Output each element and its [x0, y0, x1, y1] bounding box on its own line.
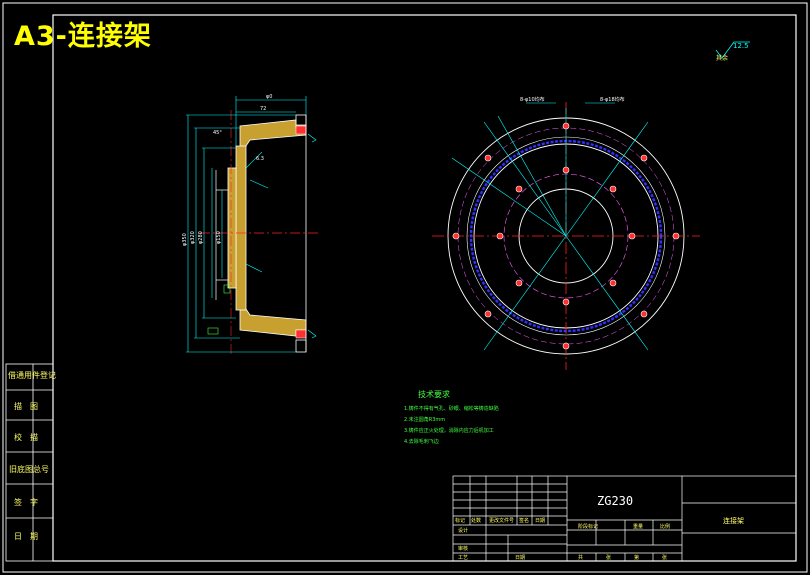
page-title: A3-连接架	[14, 21, 152, 52]
tech-item-2: 3.铸件应正火处理，消除内应力后机加工	[404, 427, 494, 434]
side-registration-column	[5, 363, 54, 562]
roughness-note: 其余	[716, 54, 728, 62]
sheet-row-0: 共	[578, 554, 583, 561]
side-label-2: 校 描	[14, 432, 38, 442]
col-header-0: 标记	[455, 517, 465, 524]
sheet-row-1: 张	[606, 554, 611, 561]
sheet-row-2: 第	[634, 554, 639, 561]
dim-d-inner: φ280	[198, 231, 204, 244]
inner-frame	[52, 14, 797, 562]
side-label-0: 借通用件登记	[8, 370, 56, 380]
side-label-1: 描 图	[14, 401, 38, 411]
col-header-2: 更改文件号	[489, 517, 514, 524]
dim-top-width: φ0	[266, 94, 272, 100]
sig-review: 审核	[458, 545, 468, 552]
tech-item-3: 4.去除毛刺飞边	[404, 438, 439, 445]
sheet-row-3: 张	[662, 554, 667, 561]
title-block	[452, 475, 797, 562]
tech-item-0: 1.铸件不得有气孔、砂眼、缩松等铸造缺陷	[404, 405, 499, 412]
side-labels: 借通用件登记 描 图 校 描 旧底图总号 签 字 日 期	[8, 370, 56, 541]
side-label-3: 旧底图总号	[9, 464, 49, 474]
tech-item-1: 2.未注圆角R3mm	[404, 416, 445, 423]
dim-angle: 45°	[213, 130, 222, 136]
front-view: 8-φ10均布 8-φ18均布	[432, 96, 700, 370]
dim-inner-width: 72	[260, 106, 266, 112]
roughness-value: 12.5	[733, 42, 749, 50]
tech-heading: 技术要求	[418, 389, 450, 399]
stage-header-0: 阶段标记	[578, 523, 598, 530]
dim-d-bore: φ150	[216, 231, 222, 244]
title-block-date: 日期	[515, 555, 525, 561]
label-pcd-small: 8-φ10均布	[520, 96, 545, 103]
dim-ra: 6.3	[256, 156, 264, 162]
part-name: 连接架	[723, 516, 744, 525]
tech-requirements: 技术要求 1.铸件不得有气孔、砂眼、缩松等铸造缺陷 2.未注圆角R3mm 3.铸…	[404, 389, 499, 445]
col-header-3: 签名	[519, 517, 529, 524]
dim-d-outer: φ350	[182, 233, 188, 246]
stage-header-1: 重量	[633, 523, 643, 530]
label-pcd-large: 8-φ18均布	[600, 96, 625, 103]
side-label-5: 日 期	[14, 532, 38, 541]
col-header-4: 日期	[535, 518, 545, 524]
sig-design: 设计	[458, 527, 468, 534]
dim-d-mid: φ320	[190, 231, 196, 244]
section-view: φ0 72 45° 6.3 φ350 φ320 φ280 φ150	[182, 94, 320, 355]
stage-header-2: 比例	[660, 523, 670, 530]
material-label: ZG230	[597, 494, 633, 508]
sig-process: 工艺	[458, 555, 468, 561]
col-header-1: 处数	[471, 517, 481, 524]
side-label-4: 签 字	[14, 497, 38, 507]
roughness-symbol: 12.5 其余	[715, 41, 750, 62]
